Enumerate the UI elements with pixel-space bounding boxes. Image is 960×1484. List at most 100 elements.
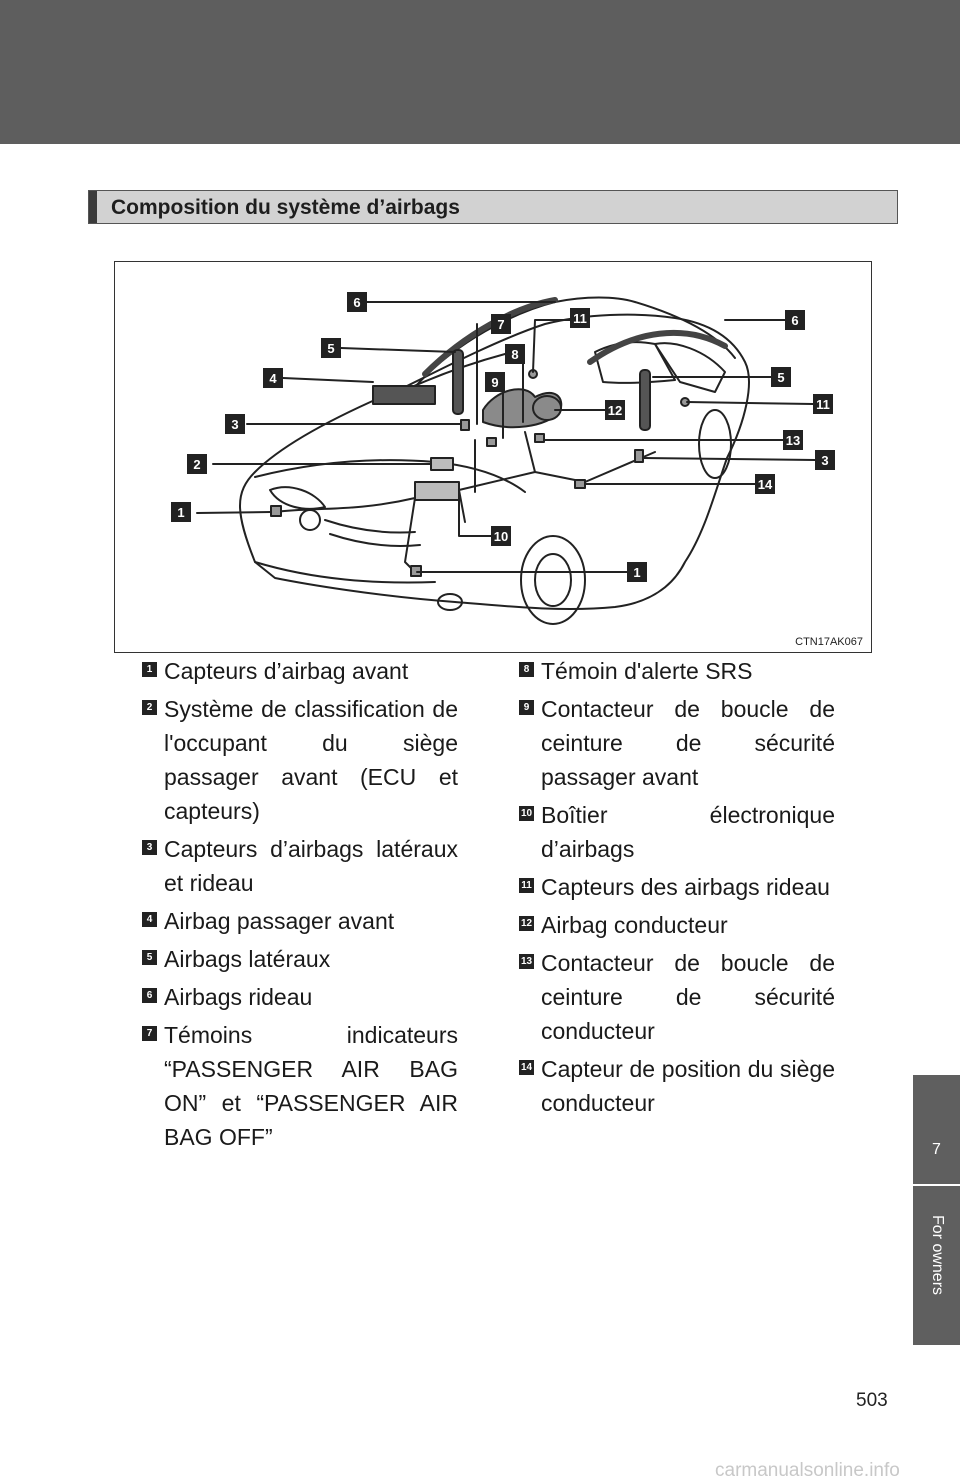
legend-number-box: 2: [142, 700, 157, 715]
leader-11-left: [532, 319, 581, 373]
callout-5: 5: [321, 338, 341, 358]
legend-item-text: Capteurs d’airbags latéraux et rideau: [164, 836, 458, 896]
leader-4: [282, 377, 374, 383]
svg-text:3: 3: [231, 417, 238, 432]
airbag-ecu: [414, 481, 460, 501]
fog-light: [299, 509, 321, 531]
wiring-harness: [274, 431, 656, 573]
legend-item-text: Capteurs des airbags rideau: [541, 874, 830, 900]
legend-item: 12 Airbag conducteur: [519, 908, 835, 942]
rear-wheel: [698, 409, 732, 479]
section-heading: Composition du système d’airbags: [88, 190, 898, 224]
watermark: carmanualsonline.info: [715, 1460, 900, 1481]
legend-number-box: 14: [519, 1060, 534, 1075]
legend-number-box: 5: [142, 950, 157, 965]
callout-11: 11: [813, 394, 833, 414]
header-band: [0, 0, 960, 144]
callout-2: 2: [187, 454, 207, 474]
car-hood-line: [254, 459, 526, 493]
svg-text:14: 14: [758, 477, 773, 492]
svg-text:10: 10: [494, 529, 508, 544]
callout-11: 11: [570, 308, 590, 328]
side-airbag-left: [452, 349, 464, 415]
callout-10: 10: [491, 526, 511, 546]
car-body-outline: [239, 313, 750, 611]
legend-item: 14 Capteur de position du siège conducteu…: [519, 1052, 835, 1120]
callout-6: 6: [785, 310, 805, 330]
legend-item-text: Airbags latéraux: [164, 946, 331, 972]
svg-text:8: 8: [511, 347, 518, 362]
page-number: 503: [856, 1390, 888, 1411]
front-wheel: [520, 535, 586, 625]
side-airbag-right: [639, 369, 651, 431]
legend-item-text: Capteurs d’airbag avant: [164, 658, 409, 684]
leader-5-left: [340, 347, 456, 353]
legend-item-text: Témoins indicateurs “PASSENGER AIR BAG O…: [164, 1022, 458, 1150]
chapter-tab-divider: [913, 1184, 960, 1186]
svg-text:5: 5: [777, 370, 784, 385]
legend-item-text: Témoin d'alerte SRS: [541, 658, 753, 684]
svg-text:6: 6: [791, 313, 798, 328]
chapter-label: For owners: [929, 1215, 946, 1296]
callout-12: 12: [605, 400, 625, 420]
curtain-airbag-right: [587, 329, 728, 365]
legend-item: 13 Contacteur de boucle de ceinture de sé…: [519, 946, 835, 1048]
grille-bottom: [329, 533, 421, 547]
legend-item: 1 Capteurs d’airbag avant: [142, 654, 458, 688]
svg-text:6: 6: [353, 295, 360, 310]
legend-item-text: Capteur de position du siège conducteur: [541, 1056, 835, 1116]
callout-5: 5: [771, 367, 791, 387]
svg-text:12: 12: [608, 403, 622, 418]
legend-number-box: 3: [142, 840, 157, 855]
rear-window: [654, 342, 726, 393]
legend-number-box: 4: [142, 912, 157, 927]
passenger-buckle-switch: [486, 437, 497, 447]
callout-8: 8: [505, 344, 525, 364]
headlight: [269, 486, 326, 510]
svg-text:1: 1: [177, 505, 184, 520]
legend-item-text: Airbag passager avant: [164, 908, 395, 934]
legend-item: 2 Système de classification de l'occupant…: [142, 692, 458, 828]
car-roof-line: [414, 296, 736, 388]
curtain-airbag-left: [422, 297, 558, 377]
legend-number-box: 11: [519, 878, 534, 893]
legend-item-text: Contacteur de boucle de ceinture de sécu…: [541, 696, 835, 790]
legend-item: 5 Airbags latéraux: [142, 942, 458, 976]
legend-number-box: 7: [142, 1026, 157, 1041]
legend-item: 11 Capteurs des airbags rideau: [519, 870, 835, 904]
legend-number-box: 13: [519, 954, 534, 969]
legend-item-text: Système de classification de l'occupant …: [164, 696, 458, 824]
svg-text:7: 7: [497, 317, 504, 332]
section-title: Composition du système d’airbags: [111, 196, 460, 219]
legend-number-box: 1: [142, 662, 157, 677]
grille-top: [324, 519, 416, 534]
callout-1: 1: [171, 502, 191, 522]
leader-3-right: [642, 457, 816, 461]
svg-text:2: 2: [193, 457, 200, 472]
callout-3: 3: [815, 450, 835, 470]
callout-6: 6: [347, 292, 367, 312]
legend-item-text: Airbag conducteur: [541, 912, 728, 938]
callout-4: 4: [263, 368, 283, 388]
legend-number-box: 12: [519, 916, 534, 931]
callout-13: 13: [783, 430, 803, 450]
figure-code: CTN17AK067: [795, 636, 863, 648]
svg-text:4: 4: [269, 371, 277, 386]
legend-number-box: 6: [142, 988, 157, 1003]
legend-item: 3 Capteurs d’airbags latéraux et rideau: [142, 832, 458, 900]
passenger-airbag-module: [372, 385, 436, 405]
svg-text:5: 5: [327, 341, 334, 356]
callout-14: 14: [755, 474, 775, 494]
callout-3: 3: [225, 414, 245, 434]
legend-item-text: Airbags rideau: [164, 984, 313, 1010]
legend-item-text: Contacteur de boucle de ceinture de sécu…: [541, 950, 835, 1044]
chapter-number: 7: [932, 1141, 941, 1158]
steering-wheel: [532, 395, 562, 421]
legend-number-box: 8: [519, 662, 534, 677]
fog-light-right: [437, 593, 463, 611]
callout-9: 9: [485, 372, 505, 392]
svg-text:3: 3: [821, 453, 828, 468]
